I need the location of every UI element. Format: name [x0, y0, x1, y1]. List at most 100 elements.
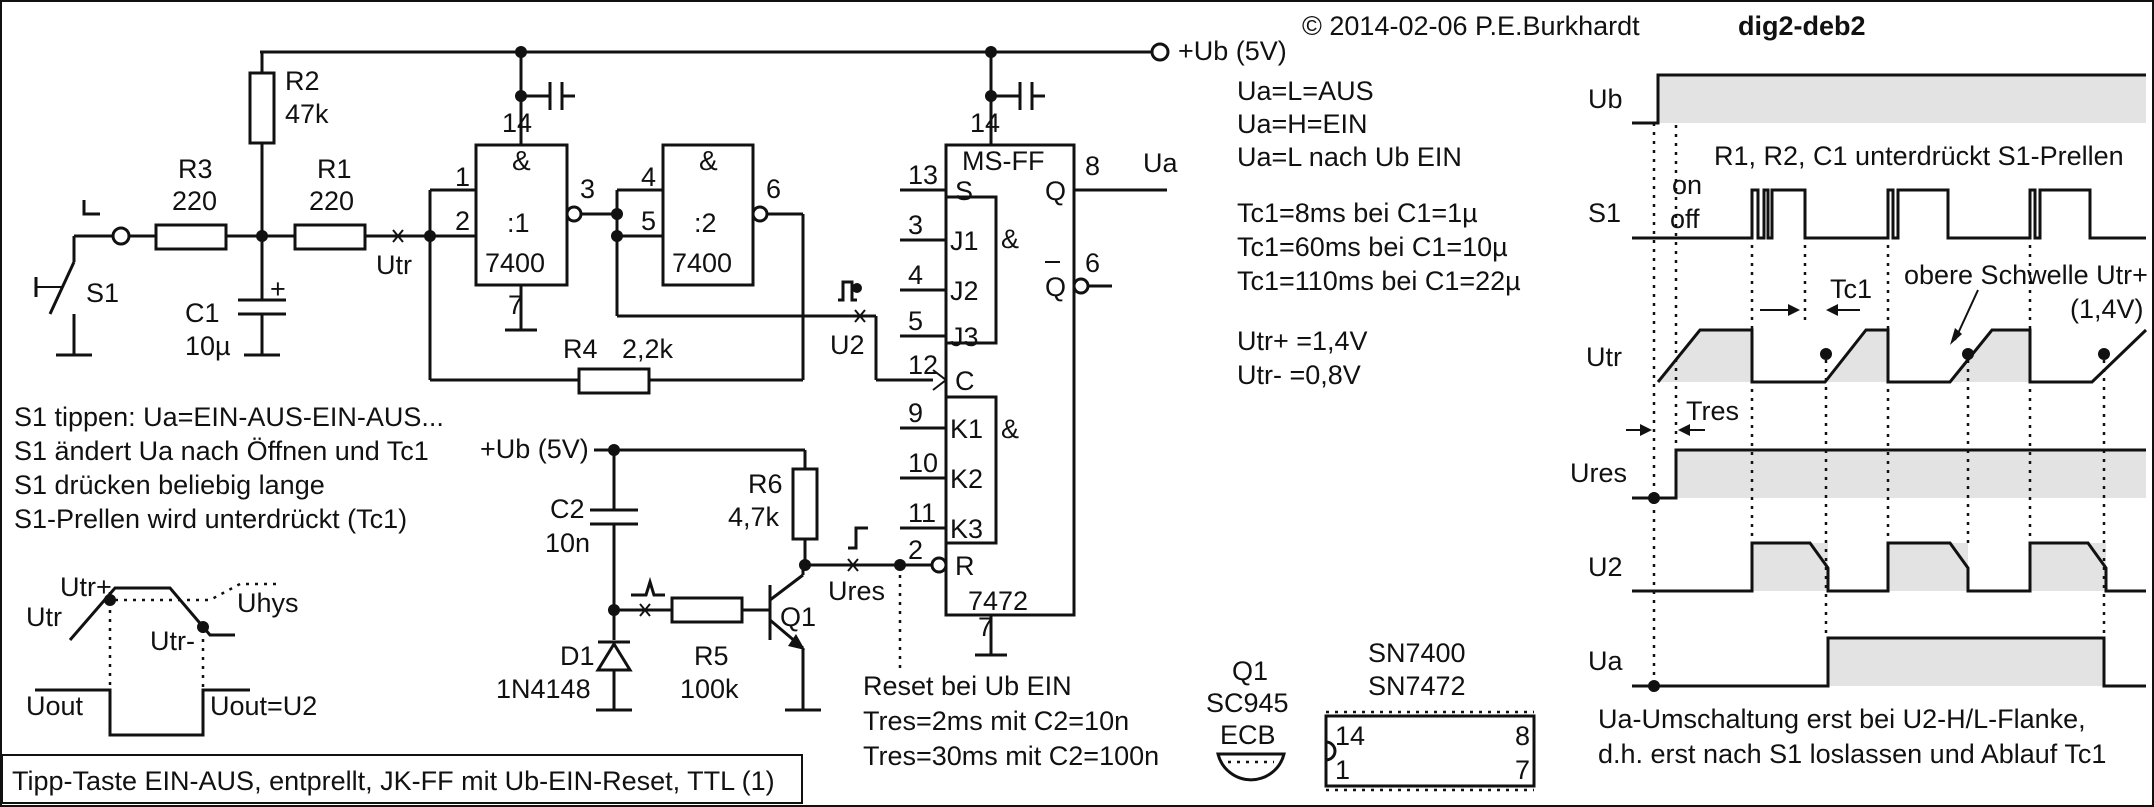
- ff-q-pin: 8: [1085, 151, 1100, 181]
- hysteresis-sketch: [35, 582, 280, 737]
- hys-utr-minus: Utr-: [150, 626, 195, 656]
- r6-name: R6: [748, 469, 783, 499]
- dip-package: [1324, 710, 1536, 792]
- ff-pin-number: 9: [908, 398, 923, 428]
- note-left-4: S1-Prellen wird unterdrückt (Tc1): [14, 504, 407, 534]
- ff-pin-number: 3: [908, 210, 923, 240]
- supply-label: +Ub (5V): [1178, 36, 1287, 66]
- c2-value: 10n: [545, 528, 590, 558]
- note-left-1: S1 tippen: Ua=EIN-AUS-EIN-AUS...: [14, 402, 444, 432]
- g1-type: 7400: [485, 248, 545, 278]
- footer-title: Tipp-Taste EIN-AUS, entprellt, JK-FF mit…: [12, 766, 775, 796]
- note-right-6: Tc1=110ms bei C1=22µ: [1237, 266, 1521, 296]
- q1-pkg-name: Q1: [1232, 656, 1268, 686]
- r4-value: 2,2k: [622, 334, 674, 364]
- switch-s1: [34, 200, 131, 357]
- document-id: dig2-deb2: [1738, 11, 1866, 41]
- dip-pin-1: 1: [1335, 755, 1350, 785]
- q1-name: Q1: [780, 602, 816, 632]
- g1-vcc-pin: 14: [502, 108, 532, 138]
- threshold-label-2: (1,4V): [2070, 294, 2144, 324]
- ff-pin-name: J3: [950, 322, 979, 352]
- ff-q-name: Q: [1045, 176, 1066, 206]
- note-right-2: Ua=H=EIN: [1237, 109, 1368, 139]
- ff-j-and: &: [1001, 224, 1019, 254]
- dip-pin-14: 14: [1335, 721, 1365, 751]
- ff-gnd-pin: 7: [978, 612, 993, 642]
- ff-qn-name: Q: [1045, 272, 1066, 302]
- note-right-1: Ua=L=AUS: [1237, 76, 1374, 106]
- r1-value: 220: [309, 186, 354, 216]
- ures-label: Ures: [828, 576, 885, 606]
- tc1-label: Tc1: [1830, 274, 1872, 304]
- reset-network: [590, 444, 932, 712]
- reset-note-1: Reset bei Ub EIN: [863, 671, 1072, 701]
- ff-pin-name: J1: [950, 226, 979, 256]
- tres-label: Tres: [1686, 396, 1739, 426]
- ff-pin-number: 4: [908, 260, 923, 290]
- ff-k-and: &: [1001, 414, 1019, 444]
- to92-package: [1216, 752, 1286, 782]
- s1-on-label: on: [1672, 170, 1702, 200]
- ff-pin-number: 2: [908, 535, 923, 565]
- c2-name: C2: [550, 494, 585, 524]
- s1-name: S1: [86, 278, 119, 308]
- reset-note-3: Tres=30ms mit C2=100n: [863, 741, 1159, 771]
- r4-name: R4: [563, 334, 598, 364]
- g2-symbol: &: [699, 145, 718, 176]
- trace-label-ures: Ures: [1570, 458, 1627, 488]
- c1-value: 10µ: [185, 331, 231, 361]
- ff-pin-name: K1: [950, 414, 983, 444]
- g2-pin-b: 5: [641, 206, 656, 236]
- ff-pin-name: J2: [950, 276, 979, 306]
- copyright-text: © 2014-02-06 P.E.Burkhardt: [1302, 11, 1640, 41]
- ff-pin-number: 12: [908, 350, 938, 380]
- note-right-8: Utr- =0,8V: [1237, 360, 1361, 390]
- g1-pin-b: 2: [455, 206, 470, 236]
- dip-pin-8: 8: [1515, 721, 1530, 751]
- ff-pin-name: R: [955, 551, 975, 581]
- g1-pin-out: 3: [580, 174, 595, 204]
- ff-pin-number: 13: [908, 160, 938, 190]
- svg-text:+: +: [270, 274, 286, 304]
- ua-label: Ua: [1143, 148, 1178, 178]
- trace-label-ua: Ua: [1588, 646, 1623, 676]
- ff-pin-number: 11: [908, 498, 936, 528]
- r2-value: 47k: [285, 99, 329, 129]
- note-right-4: Tc1=8ms bei C1=1µ: [1237, 198, 1478, 228]
- hys-uout-eq: Uout=U2: [210, 691, 317, 721]
- trace-label-s1: S1: [1588, 198, 1621, 228]
- d1-value: 1N4148: [496, 674, 591, 704]
- hys-uhys: Uhys: [237, 588, 299, 618]
- r5-value: 100k: [680, 674, 739, 704]
- s1-debounce-note: R1, R2, C1 unterdrückt S1-Prellen: [1714, 141, 2124, 171]
- g2-pin-out: 6: [766, 174, 781, 204]
- dip-title-1: SN7400: [1368, 638, 1466, 668]
- ff-pin-name: K3: [950, 514, 983, 544]
- timing-note-1: Ua-Umschaltung erst bei U2-H/L-Flanke,: [1598, 704, 2086, 734]
- hys-utr: Utr: [26, 602, 62, 632]
- g1-gnd-pin: 7: [508, 290, 523, 320]
- q1-pkg-type: SC945: [1206, 688, 1289, 718]
- ff-type: 7472: [968, 586, 1028, 616]
- dip-pin-7: 7: [1515, 755, 1530, 785]
- g2-pin-a: 4: [641, 162, 656, 192]
- trace-label-ub: Ub: [1588, 84, 1623, 114]
- nand-gate-1: [424, 52, 623, 332]
- r2-name: R2: [285, 66, 320, 96]
- reset-note-2: Tres=2ms mit C2=10n: [863, 706, 1129, 736]
- g2-type: 7400: [672, 248, 732, 278]
- trace-label-u2: U2: [1588, 552, 1623, 582]
- ff-pin-number: 5: [908, 306, 923, 336]
- g1-symbol: &: [512, 145, 531, 176]
- ff-vcc-pin: 14: [970, 108, 1000, 138]
- ff-title: MS-FF: [962, 146, 1044, 176]
- r5-name: R5: [694, 641, 729, 671]
- u2-label: U2: [830, 330, 865, 360]
- note-right-5: Tc1=60ms bei C1=10µ: [1237, 232, 1508, 262]
- feedback-wiring: [428, 236, 933, 395]
- hys-utr-plus: Utr+: [60, 572, 112, 602]
- q1-pkg-pins: ECB: [1220, 720, 1276, 750]
